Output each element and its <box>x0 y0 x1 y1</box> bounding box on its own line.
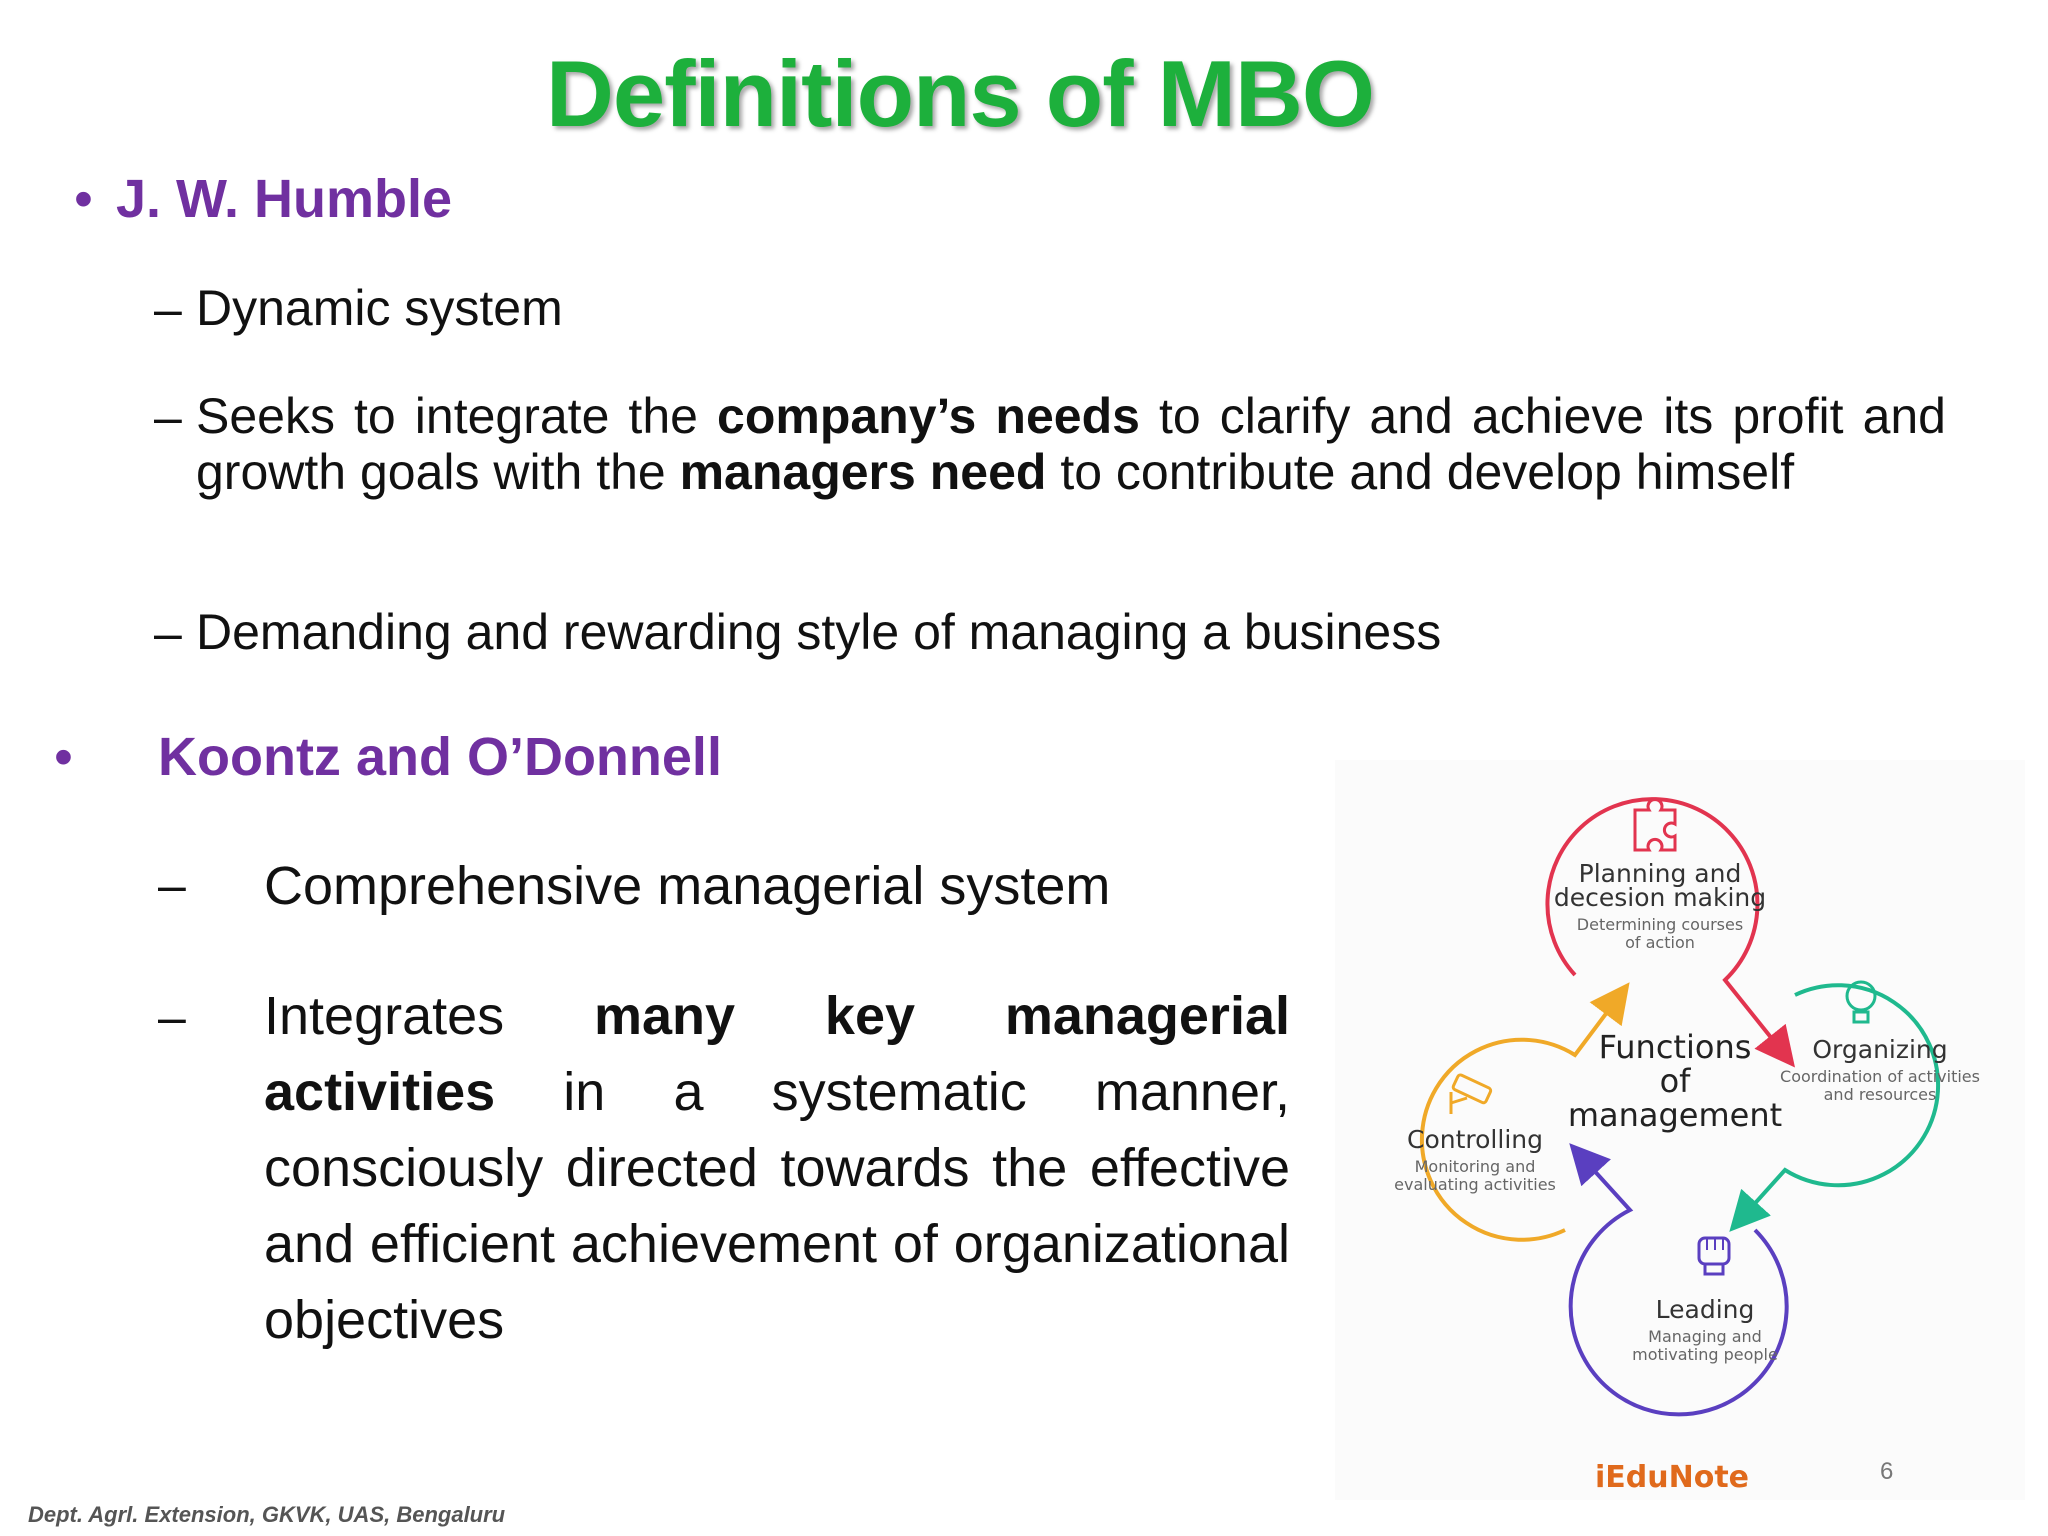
controlling-arc <box>1419 982 1630 1242</box>
planning-title-1: Planning and <box>1578 859 1742 888</box>
dash-1: – <box>154 281 182 337</box>
koontz-item-integrates-bold1: many key managerial activities <box>264 986 1290 1122</box>
humble-item-integrate-part3: to contribute and develop himself <box>1046 444 1795 500</box>
bullet-koontz: • <box>54 727 73 787</box>
controlling-label: Controlling Monitoring and evaluating ac… <box>1385 1125 1565 1194</box>
controlling-sub-1: Monitoring and <box>1414 1157 1536 1176</box>
planning-label: Planning and decesion making Determining… <box>1535 859 1785 952</box>
humble-item-integrate-part1: Seeks to integrate the <box>196 388 718 444</box>
center-label: Functions of management <box>1565 1030 1785 1132</box>
leading-sub-1: Managing and <box>1648 1327 1762 1346</box>
dash-4: – <box>158 857 186 913</box>
footer-department: Dept. Agrl. Extension, GKVK, UAS, Bengal… <box>28 1502 506 1527</box>
diagram-arcs <box>1419 797 1941 1417</box>
dash-3: – <box>154 605 182 661</box>
author-humble: J. W. Humble <box>116 169 453 229</box>
lightbulb-icon <box>1845 980 1877 1024</box>
humble-item-integrate-bold1: company’s needs <box>717 388 1140 444</box>
organizing-sub-2: and resources <box>1823 1085 1937 1104</box>
controlling-title: Controlling <box>1407 1125 1543 1154</box>
dash-2: – <box>154 389 182 445</box>
humble-item-dynamic-system: Dynamic system <box>196 280 563 336</box>
planning-sub-1: Determining courses <box>1576 915 1744 934</box>
edunote-logo: iEduNote <box>1595 1460 1750 1495</box>
organizing-sub-1: Coordination of activities <box>1780 1067 1980 1086</box>
organizing-arc <box>1729 983 1941 1232</box>
security-camera-icon <box>1449 1073 1493 1114</box>
planning-title-2: decesion making <box>1553 883 1767 912</box>
leading-arc <box>1568 1143 1789 1417</box>
leading-label: Leading Managing and motivating people <box>1625 1295 1785 1364</box>
planning-sub-2: of action <box>1625 933 1695 952</box>
leading-title: Leading <box>1655 1295 1755 1324</box>
humble-item-integrate-bold2: managers need <box>679 444 1047 500</box>
author-koontz: Koontz and O’Donnell <box>158 727 722 787</box>
bullet-humble: • <box>74 169 93 229</box>
puzzle-icon <box>1633 797 1677 852</box>
center-line-3: management <box>1567 1096 1783 1134</box>
organizing-title: Organizing <box>1812 1035 1948 1064</box>
controlling-sub-2: evaluating activities <box>1394 1175 1556 1194</box>
humble-item-integrate-part2: to clarify and achieve its profit and gr… <box>196 388 1946 500</box>
planning-arc <box>1545 797 1795 1068</box>
center-line-1: Functions <box>1598 1028 1752 1066</box>
leading-sub-2: motivating people <box>1632 1345 1778 1364</box>
koontz-item-integrates: Integrates many key managerial activitie… <box>264 978 1290 1358</box>
dash-5: – <box>158 989 186 1045</box>
koontz-item-integrates-part1: Integrates <box>264 986 594 1046</box>
slide-title: Definitions of MBO <box>546 41 1375 146</box>
center-line-2: of <box>1659 1062 1691 1100</box>
functions-of-management-diagram: Functions of management Planning and dec… <box>1335 760 2025 1500</box>
humble-item-demanding: Demanding and rewarding style of managin… <box>196 604 1442 660</box>
organizing-label: Organizing Coordination of activities an… <box>1780 1035 1980 1104</box>
koontz-item-integrates-part2: in a systematic manner, consciously dire… <box>264 1062 1290 1350</box>
koontz-item-comprehensive: Comprehensive managerial system <box>264 856 1111 916</box>
humble-item-integrate: Seeks to integrate the company’s needs t… <box>196 388 1946 500</box>
page-number: 6 <box>1880 1458 1894 1485</box>
fist-icon <box>1697 1236 1731 1276</box>
